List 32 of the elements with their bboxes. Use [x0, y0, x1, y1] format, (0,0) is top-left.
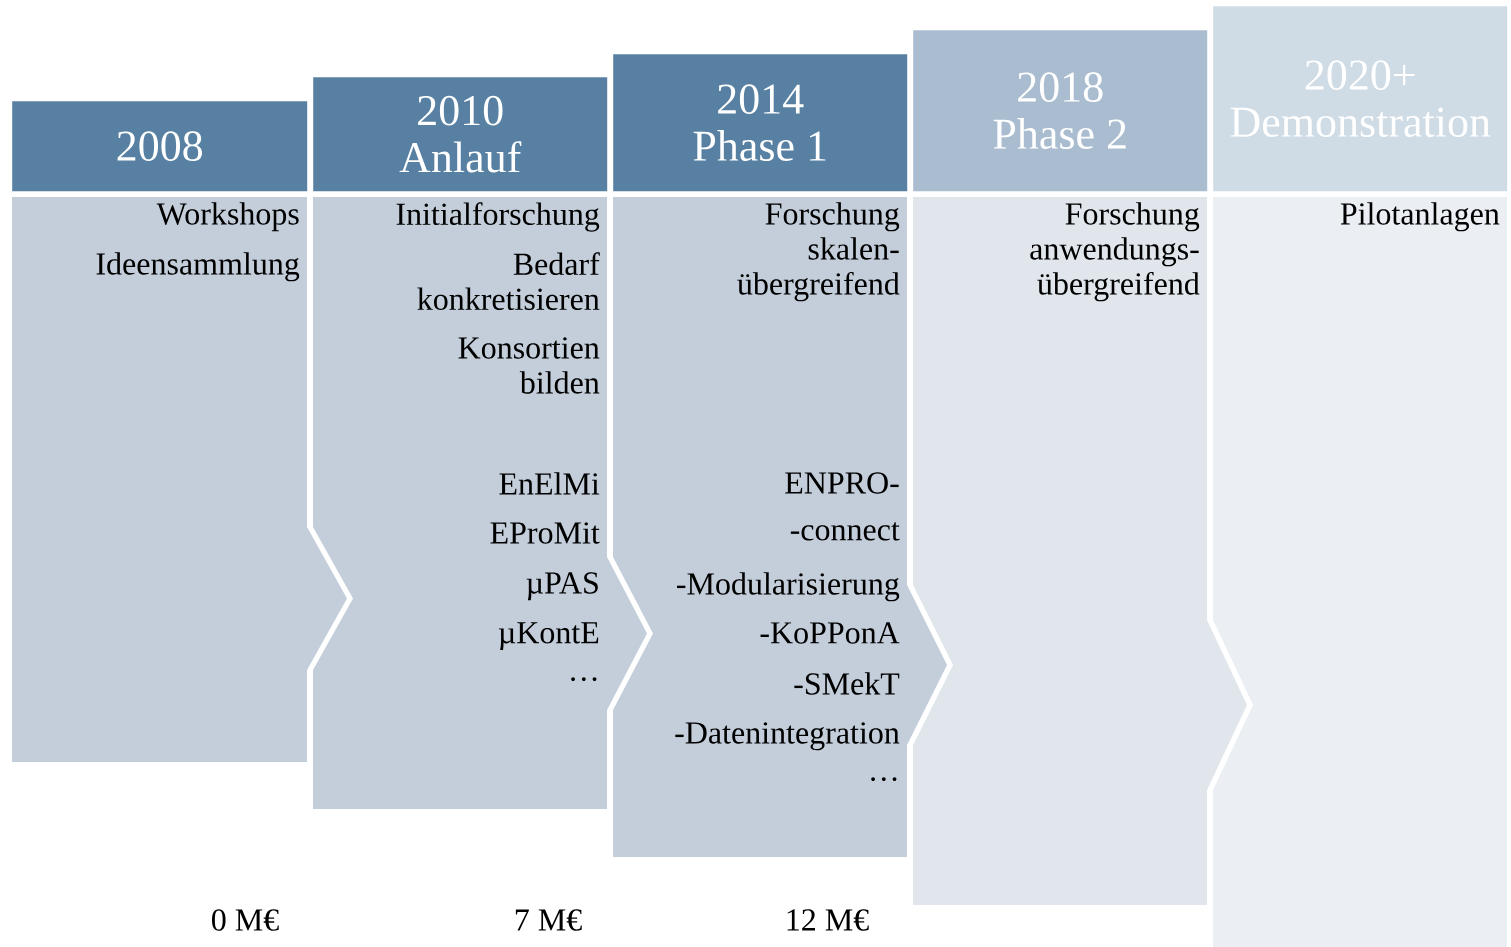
phase-header: 2018 Phase 2 — [913, 30, 1208, 192]
phase-panel — [1213, 197, 1507, 947]
phase-header: 2008 — [12, 101, 308, 192]
phase-text: Bedarf konkretisieren — [417, 252, 600, 311]
phase-header: 2010 Anlauf — [313, 77, 608, 192]
phase-text: Forschung skalen- übergreifend — [737, 202, 900, 302]
phase-text: ENPRO- — [785, 472, 899, 494]
phase-text: -SMekT — [794, 672, 900, 695]
phase-text: Forschung anwendungs- übergreifend — [1030, 202, 1200, 302]
phase-text: Pilotanlagen — [1340, 202, 1500, 232]
phase-panel — [313, 197, 647, 809]
budget-label: 12 M€ — [787, 909, 869, 931]
phase-text: EProMit — [490, 522, 600, 544]
phase-text: -Modularisierung — [677, 572, 900, 602]
phase-text: µPAS — [526, 572, 598, 601]
phase-text: … — [871, 777, 897, 781]
phase-text: -KoPPonA — [760, 622, 900, 644]
phase-header: 2014 Phase 1 — [613, 54, 908, 192]
phase-text: -Datenintegration — [675, 722, 900, 751]
phase-text: Workshops — [156, 202, 299, 232]
phase-panel — [12, 197, 347, 762]
phase-text: Initialforschung — [396, 202, 600, 232]
phase-panel — [613, 197, 947, 857]
phase-text: Konsortien bilden — [458, 337, 600, 394]
phase-panel — [913, 197, 1247, 905]
phase-text: … — [571, 677, 597, 681]
phase-text: Ideensammlung — [96, 252, 300, 282]
phase-text: -connect — [790, 522, 900, 541]
phase-text: µKontE — [498, 622, 599, 650]
budget-label: 0 M€ — [212, 909, 279, 931]
budget-label: 7 M€ — [515, 909, 582, 931]
phase-text: EnElMi — [499, 472, 600, 495]
